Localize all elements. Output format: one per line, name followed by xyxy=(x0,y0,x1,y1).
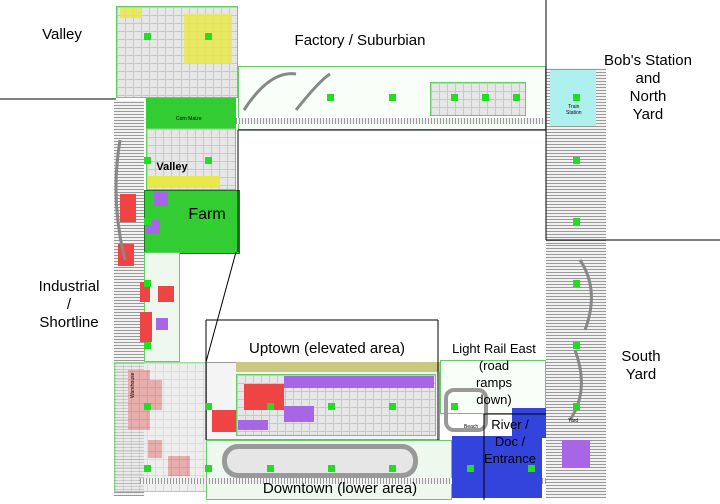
ind-red-1 xyxy=(120,194,136,222)
downtown-track xyxy=(140,478,550,484)
south-yard-label: South Yard xyxy=(621,348,661,383)
factory-track xyxy=(140,118,550,124)
station-dot xyxy=(328,465,335,472)
yard-label: Yard xyxy=(568,418,579,424)
station-dot xyxy=(573,280,580,287)
uptown-red-2 xyxy=(212,410,236,432)
corn-maize-block xyxy=(146,98,236,128)
uptown-purple xyxy=(284,376,434,388)
station-dot xyxy=(482,94,489,101)
station-dot xyxy=(144,403,151,410)
bobs-station-label: Bob's Station and North Yard xyxy=(604,52,692,123)
station-dot xyxy=(144,465,151,472)
station-dot xyxy=(205,465,212,472)
valley-top-yellow-2 xyxy=(120,8,142,18)
station-dot xyxy=(389,465,396,472)
farm-purple xyxy=(154,192,168,206)
station-dot xyxy=(144,33,151,40)
station-dot xyxy=(573,157,580,164)
uptown-purple-3 xyxy=(238,420,268,430)
ind-left-bottom xyxy=(114,362,208,492)
ind-purple xyxy=(156,318,168,330)
factory-label: Factory / Suburbian xyxy=(294,32,426,49)
uptown-purple-2 xyxy=(284,406,314,422)
station-dot xyxy=(267,403,274,410)
south-yard-purple xyxy=(562,440,590,468)
station-dot xyxy=(389,403,396,410)
station-dot xyxy=(205,218,212,225)
uptown-label: Uptown (elevated area) xyxy=(249,340,405,357)
ind-red-3 xyxy=(140,282,150,302)
station-dot xyxy=(144,218,151,225)
train-station-label: Train Station xyxy=(566,104,582,116)
station-dot xyxy=(267,465,274,472)
industrial-label: Industrial / Shortline xyxy=(38,278,100,331)
light-rail-loop xyxy=(444,388,488,432)
uptown-olive-band xyxy=(236,362,486,372)
station-dot xyxy=(451,403,458,410)
station-dot xyxy=(144,157,151,164)
downtown-oval xyxy=(222,444,418,478)
station-dot xyxy=(205,157,212,164)
station-dot xyxy=(205,403,212,410)
ind-red-5 xyxy=(140,312,152,342)
station-dot xyxy=(513,94,520,101)
farm-block xyxy=(144,190,240,254)
station-dot xyxy=(573,403,580,410)
valley-inner-label: Valley xyxy=(156,161,188,173)
station-dot xyxy=(573,94,580,101)
ind-red-4 xyxy=(158,286,174,302)
station-dot xyxy=(467,465,474,472)
light-rail-label: Light Rail East (road ramps down) xyxy=(452,341,536,407)
station-dot xyxy=(327,94,334,101)
warehouse-label: Warehouse xyxy=(130,372,136,398)
downtown-label: Downtown (lower area) xyxy=(262,480,418,497)
station-dot xyxy=(573,342,580,349)
station-dot xyxy=(205,33,212,40)
station-dot xyxy=(389,94,396,101)
station-dot xyxy=(528,465,535,472)
factory-bldg xyxy=(430,82,526,116)
river-blue-2 xyxy=(512,408,546,438)
station-dot xyxy=(328,403,335,410)
valley-inner-yellow xyxy=(148,176,220,188)
farm-label: Farm xyxy=(188,206,226,223)
uptown-red xyxy=(244,384,284,410)
river-label: River / Doc / Entrance xyxy=(483,417,537,466)
station-dot xyxy=(144,280,151,287)
station-dot xyxy=(451,94,458,101)
station-dot xyxy=(573,218,580,225)
valley-top-label: Valley xyxy=(42,26,82,43)
beach-label: Beach xyxy=(464,424,479,430)
corn-maize-label: Corn Maize xyxy=(176,116,202,122)
station-dot xyxy=(144,342,151,349)
